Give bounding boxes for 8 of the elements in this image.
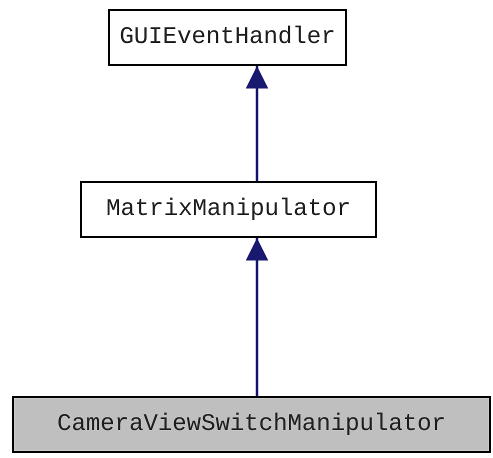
class-box [12,396,491,453]
class-box [108,9,347,66]
inheritance-arrow [246,238,268,396]
class-box [80,181,377,238]
class-name: MatrixManipulator [106,196,351,223]
class-name: GUIEventHandler [119,24,336,51]
class-name: CameraViewSwitchManipulator [57,411,446,438]
inheritance-arrow [246,66,268,181]
